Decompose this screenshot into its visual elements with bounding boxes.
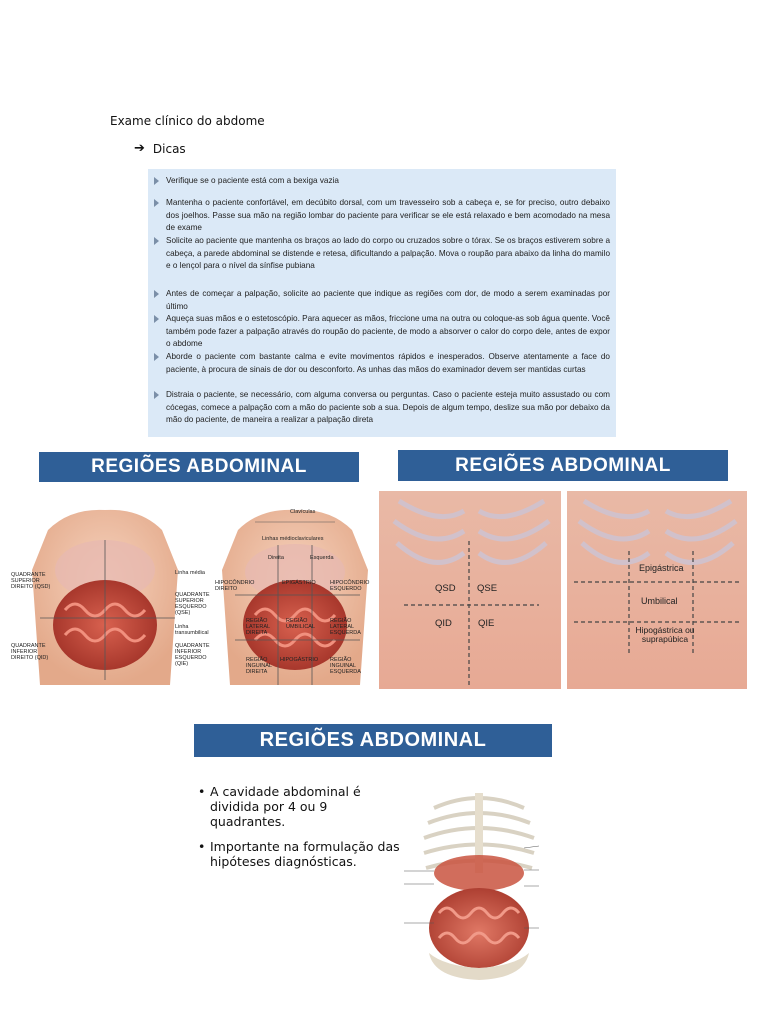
bullet-triangle-icon — [154, 177, 159, 185]
tip-item: Mantenha o paciente confortável, em decú… — [154, 197, 610, 235]
label-hipocondrio-esquerdo: HIPOCÔNDRIO ESQUERDO — [330, 580, 370, 592]
bullet-triangle-icon — [154, 237, 159, 245]
label-linha-media: Linha média — [175, 570, 205, 576]
label-hipogastrica: Hipogástrica ou suprapúbica — [635, 625, 695, 644]
tip-item: Verifique se o paciente está com a bexig… — [154, 175, 610, 188]
label-epigastrio: EPIGÁSTRIO — [282, 580, 316, 586]
bullet-triangle-icon — [154, 315, 159, 323]
arrow-right-icon: ➔ — [134, 141, 145, 156]
label-regiao-lateral-direita: REGIÃO LATERAL DIREITA — [246, 618, 270, 636]
label-quadrant-qsd: QSD — [435, 583, 456, 594]
bullet-triangle-icon — [154, 199, 159, 207]
bullet-triangle-icon — [154, 391, 159, 399]
label-regiao-inguinal-esquerda: REGIÃO INGUINAL ESQUERDA — [330, 657, 361, 675]
bullet-triangle-icon — [154, 353, 159, 361]
tips-box: Verifique se o paciente está com a bexig… — [148, 169, 616, 437]
slide3-bullet: A cavidade abdominal é dividida por 4 ou… — [198, 784, 400, 829]
slide2-banner: REGIÕES ABDOMINAL — [398, 450, 728, 481]
label-claviculas: Clavículas — [290, 509, 316, 515]
label-qie: QUADRANTE INFERIOR ESQUERDO (QIE) — [175, 643, 210, 667]
slide3-bullet-list: A cavidade abdominal é dividida por 4 ou… — [198, 784, 400, 879]
tip-item: Aborde o paciente com bastante calma e e… — [154, 351, 610, 376]
label-quadrant-qse: QSE — [477, 583, 498, 594]
slide3-bullet: Importante na formulação das hipóteses d… — [198, 839, 400, 869]
anatomy-illustration-3 — [404, 793, 540, 980]
label-qsd: QUADRANTE SUPERIOR DIREITO (QSD) — [11, 572, 51, 590]
tip-item: Antes de começar a palpação, solicite ao… — [154, 288, 610, 313]
anatomy-illustration-1 — [32, 509, 368, 685]
label-qse: QUADRANTE SUPERIOR ESQUERDO (QSE) — [175, 592, 210, 616]
slide3-banner: REGIÕES ABDOMINAL — [194, 724, 552, 757]
label-hipocondrio-direito: HIPOCÔNDRIO DIREITO — [215, 580, 255, 592]
label-direita: Direita — [268, 555, 284, 561]
label-linhas-medioclaviculares: Linhas médioclaviculares — [262, 536, 324, 542]
dicas-label: Dicas — [152, 141, 186, 156]
anatomy-illustration-2 — [379, 491, 747, 689]
label-qid: QUADRANTE INFERIOR DIREITO (QID) — [11, 643, 49, 661]
document-title: Exame clínico do abdome — [110, 114, 265, 128]
dicas-heading: ➔ Dicas — [134, 141, 186, 156]
label-hipogastrio: HIPOGÁSTRIO — [280, 657, 319, 663]
tip-item: Aqueça suas mãos e o estetoscópio. Para … — [154, 313, 610, 351]
tip-item: Distraia o paciente, se necessário, com … — [154, 389, 610, 427]
label-regiao-inguinal-direita: REGIÃO INGUINAL DIREITA — [246, 657, 272, 675]
label-umbilical: Umbilical — [641, 596, 678, 606]
label-esquerda: Esquerda — [310, 555, 334, 561]
label-quadrant-qid: QID — [435, 618, 452, 629]
label-regiao-lateral-esquerda: REGIÃO LATERAL ESQUERDA — [330, 618, 361, 636]
label-regiao-umbilical: REGIÃO UMBILICAL — [286, 618, 316, 630]
label-quadrant-qie: QIE — [478, 618, 495, 629]
tip-item: Solicite ao paciente que mantenha os bra… — [154, 235, 610, 273]
slide1-banner: REGIÕES ABDOMINAL — [39, 452, 359, 482]
bullet-triangle-icon — [154, 290, 159, 298]
label-linha-transumbilical: Linha transumbilical — [175, 624, 209, 636]
label-epigastrica: Epigástrica — [639, 563, 684, 573]
